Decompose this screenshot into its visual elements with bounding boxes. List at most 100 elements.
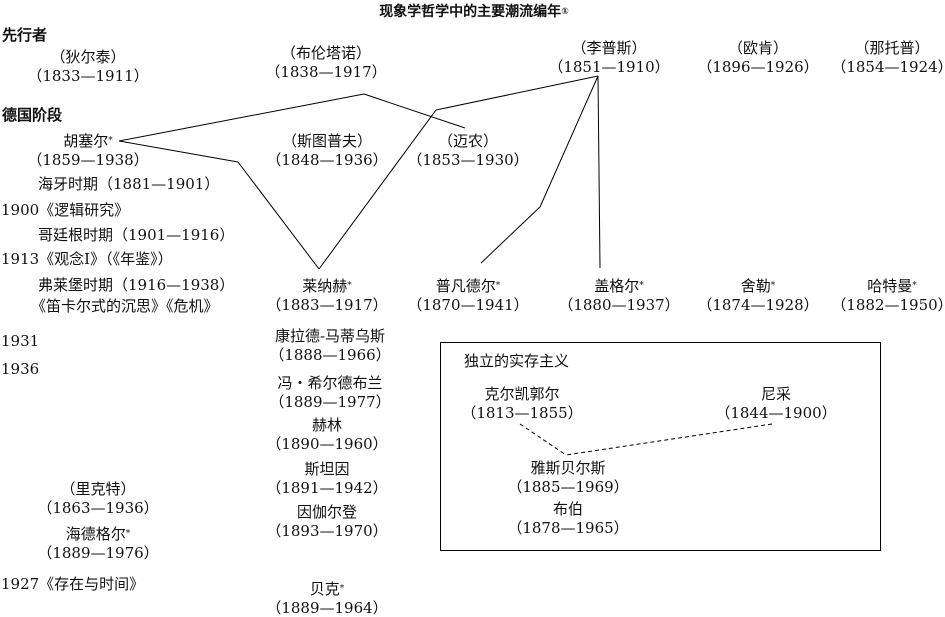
person-name: （狄尔泰） bbox=[50, 48, 126, 66]
person-name: （布伦塔诺） bbox=[280, 44, 372, 62]
person-stumpf: （斯图普夫） （1848—1936） bbox=[266, 132, 387, 170]
person-years: （1833—1911） bbox=[27, 67, 149, 85]
line-lipps-geiger bbox=[597, 75, 601, 269]
person-name: 贝克* bbox=[309, 580, 345, 598]
person-years: （1888—1966） bbox=[269, 346, 391, 364]
person-years: （1889—1976） bbox=[37, 544, 159, 562]
person-name: 盖格尔* bbox=[594, 277, 644, 295]
person-hildebrand: 冯・希尔德布兰 （1889—1977） bbox=[269, 374, 390, 412]
person-years: （1863—1936） bbox=[37, 499, 159, 517]
person-hering: 赫林 （1890—1960） bbox=[266, 416, 387, 454]
line-brentano-meinong bbox=[363, 93, 466, 129]
person-years: （1878—1965） bbox=[507, 519, 629, 537]
timeline-1927: 1927《存在与时间》 bbox=[1, 575, 145, 593]
person-years: （1889—1964） bbox=[266, 599, 388, 617]
person-years: （1885—1969） bbox=[507, 478, 629, 496]
person-rickert: （里克特） （1863—1936） bbox=[37, 480, 158, 518]
person-name: （那托普） bbox=[854, 39, 930, 57]
person-heidegger: 海德格尔* （1889—1976） bbox=[37, 525, 158, 563]
person-conrad-martius: 康拉德-马蒂乌斯 （1888—1966） bbox=[269, 327, 390, 365]
person-buber: 布伯 （1878—1965） bbox=[507, 500, 628, 538]
person-nietzsche: 尼采 （1844—1900） bbox=[715, 385, 836, 423]
person-name: 舍勒* bbox=[740, 277, 776, 295]
section-precursors: 先行者 bbox=[2, 26, 48, 44]
person-name: 海德格尔* bbox=[65, 525, 131, 543]
person-name: 克尔凯郭尔 bbox=[484, 385, 560, 403]
person-stein: 斯坦因 （1891—1942） bbox=[266, 460, 387, 498]
person-years: （1853—1930） bbox=[407, 151, 529, 169]
person-years: （1848—1936） bbox=[266, 151, 388, 169]
person-years: （1874—1928） bbox=[697, 296, 819, 314]
person-years: （1890—1960） bbox=[266, 435, 388, 453]
person-brentano: （布伦塔诺） （1838—1917） bbox=[265, 44, 386, 82]
person-name: 雅斯贝尔斯 bbox=[530, 459, 606, 477]
person-years: （1882—1950） bbox=[831, 296, 945, 314]
person-years: （1844—1900） bbox=[715, 404, 837, 422]
box-title: 独立的实存主义 bbox=[464, 352, 570, 370]
person-geiger: 盖格尔* （1880—1937） bbox=[558, 277, 679, 315]
person-years: （1893—1970） bbox=[266, 522, 388, 540]
person-natorp: （那托普） （1854—1924） bbox=[831, 39, 945, 77]
line-kierkegaard-jaspers bbox=[519, 423, 567, 456]
timeline-1913: 1913《观念I》（《年鉴》） bbox=[1, 250, 173, 268]
timeline-gottingen: 哥廷根时期（1901—1916） bbox=[38, 226, 235, 244]
person-lipps: （李普斯） （1851—1910） bbox=[548, 39, 669, 77]
timeline-1900: 1900《逻辑研究》 bbox=[1, 201, 130, 219]
person-name: （里克特） bbox=[60, 480, 136, 498]
timeline-freiburg: 弗莱堡时期（1916—1938） bbox=[38, 276, 235, 294]
line-reinach-lipps bbox=[318, 109, 437, 270]
person-becker: 贝克* （1889—1964） bbox=[266, 580, 387, 617]
person-name: （斯图普夫） bbox=[281, 132, 373, 150]
timeline-1936: 1936 bbox=[1, 360, 40, 378]
line-lipps-pfander-b bbox=[480, 206, 541, 264]
line-husserl-brentano bbox=[118, 93, 365, 142]
person-name: 斯坦因 bbox=[304, 460, 350, 478]
person-name: 胡塞尔* bbox=[63, 132, 113, 150]
person-years: （1896—1926） bbox=[697, 58, 819, 76]
person-husserl: 胡塞尔* （1859—1938） bbox=[27, 132, 148, 170]
line-stumpf-reinach bbox=[237, 161, 320, 270]
person-hartmann: 哈特曼* （1882—1950） bbox=[831, 277, 945, 315]
person-years: （1859—1938） bbox=[27, 151, 149, 169]
person-ingarden: 因伽尔登 （1893—1970） bbox=[266, 503, 387, 541]
person-name: 尼采 bbox=[760, 385, 792, 403]
person-years: （1889—1977） bbox=[269, 393, 391, 411]
timeline-halle: 海牙时期（1881—1901） bbox=[38, 175, 220, 193]
existentialism-box bbox=[440, 342, 881, 551]
person-name: 冯・希尔德布兰 bbox=[277, 374, 383, 392]
person-years: （1854—1924） bbox=[831, 58, 945, 76]
line-husserl-stumpf bbox=[118, 140, 239, 163]
person-eucken: （欧肯） （1896—1926） bbox=[697, 39, 818, 77]
person-jaspers: 雅斯贝尔斯 （1885—1969） bbox=[507, 459, 628, 497]
person-name: （李普斯） bbox=[571, 39, 647, 57]
person-meinong: （迈农） （1853—1930） bbox=[407, 132, 528, 170]
timeline-1931: 1931 bbox=[1, 332, 40, 350]
person-years: （1883—1917） bbox=[266, 296, 388, 314]
person-scheler: 舍勒* （1874—1928） bbox=[697, 277, 818, 315]
person-name: 莱纳赫* bbox=[302, 277, 352, 295]
person-years: （1838—1917） bbox=[265, 63, 387, 81]
person-name: 哈特曼* bbox=[867, 277, 917, 295]
line-lipps-pfander-a bbox=[539, 75, 599, 208]
person-pfander: 普凡德尔* （1870—1941） bbox=[407, 277, 528, 315]
person-dilthey: （狄尔泰） （1833—1911） bbox=[27, 48, 148, 86]
person-years: （1891—1942） bbox=[266, 479, 388, 497]
line-lipps-reinach-path bbox=[435, 75, 599, 111]
person-name: 布伯 bbox=[552, 500, 584, 518]
person-name: （迈农） bbox=[437, 132, 499, 150]
person-years: （1813—1855） bbox=[461, 404, 583, 422]
person-name: 因伽尔登 bbox=[296, 503, 358, 521]
section-german-phase: 德国阶段 bbox=[2, 106, 63, 124]
person-kierkegaard: 克尔凯郭尔 （1813—1855） bbox=[461, 385, 582, 423]
timeline-works: 《笛卡尔式的沉思》《危机》 bbox=[31, 297, 219, 315]
person-years: （1880—1937） bbox=[558, 296, 680, 314]
person-name: 康拉德-马蒂乌斯 bbox=[274, 327, 386, 345]
person-name: 赫林 bbox=[311, 416, 343, 434]
person-years: （1870—1941） bbox=[407, 296, 529, 314]
diagram-title: 现象学哲学中的主要潮流编年① bbox=[379, 4, 569, 20]
person-name: （欧肯） bbox=[727, 39, 789, 57]
person-reinach: 莱纳赫* （1883—1917） bbox=[266, 277, 387, 315]
person-years: （1851—1910） bbox=[548, 58, 670, 76]
